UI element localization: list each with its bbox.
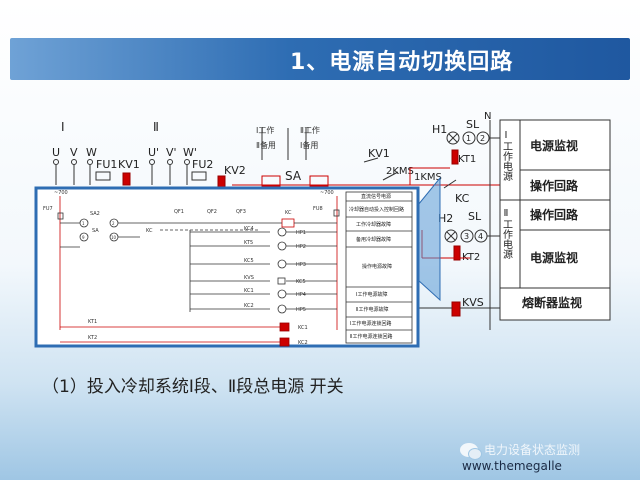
circuit-diagram: Ⅰ Ⅱ U V W U' V' W' FU1 FU2 KV1 KV2 Ⅰ工作 Ⅱ… xyxy=(34,111,611,348)
watermark-text: 电力设备状态监测 xyxy=(484,443,581,457)
phase-v: V xyxy=(70,146,78,159)
contact-2kms-label: 2KMS xyxy=(386,166,414,177)
inset-kc-top: KC xyxy=(285,210,292,216)
inset-fu8: FU8 xyxy=(313,206,323,212)
title-bar: 1、电源自动切换回路 xyxy=(10,38,630,80)
inset-sa: SA xyxy=(92,228,99,234)
panel-row-power-monitor-2: 电源监视 xyxy=(530,250,578,265)
svg-text:QF1: QF1 xyxy=(174,209,184,215)
inset-rail-right: ~700 xyxy=(320,190,334,196)
inset-rail-left: ~700 xyxy=(54,190,68,196)
inset-kt2: KT2 xyxy=(88,335,97,341)
inset-table-row-7: Ⅱ工作电源故障 xyxy=(356,306,388,313)
panel-vertical-i: Ⅰ工作电源 xyxy=(501,130,513,182)
svg-text:2: 2 xyxy=(480,134,485,143)
svg-text:HP5: HP5 xyxy=(296,307,306,313)
svg-text:KC4: KC4 xyxy=(244,226,254,232)
svg-text:KC2: KC2 xyxy=(244,303,254,309)
section-label-2: Ⅱ xyxy=(153,120,159,134)
svg-text:KC1: KC1 xyxy=(244,288,254,294)
svg-text:QF3: QF3 xyxy=(236,209,246,215)
phase-v2: V' xyxy=(166,146,177,159)
svg-text:1: 1 xyxy=(82,221,85,226)
sl-bottom-label: SL xyxy=(468,210,482,223)
zoom-connector xyxy=(417,176,441,302)
svg-text:KT5: KT5 xyxy=(244,240,253,246)
mode-ii-standby: Ⅱ备用 xyxy=(256,140,276,150)
svg-text:QF2: QF2 xyxy=(207,209,217,215)
slide-caption: （1）投入冷却系统Ⅰ段、Ⅱ段总电源 开关 xyxy=(42,377,344,397)
mode-i-standby: Ⅰ备用 xyxy=(300,140,318,150)
panel-vertical-ii: Ⅱ工作电源 xyxy=(501,208,513,260)
svg-text:HP1: HP1 xyxy=(296,230,306,236)
lamp-h1-label: H1 xyxy=(432,123,447,136)
watermark: 电力设备状态监测 xyxy=(460,441,581,460)
relay-kvs-label: KVS xyxy=(462,296,484,309)
relay-kv2-label: KV2 xyxy=(224,164,246,177)
neutral-n-label: N xyxy=(484,111,491,122)
timer-kt2-label: KT2 xyxy=(462,252,480,263)
panel-row-operation-1: 操作回路 xyxy=(530,178,579,193)
slide-title: 1、电源自动切换回路 xyxy=(290,50,514,75)
svg-text:HP2: HP2 xyxy=(296,244,306,250)
sl-top-label: SL xyxy=(466,118,480,131)
wechat-icon xyxy=(460,442,482,460)
inset-table-row-9: Ⅱ工作电源连锁回路 xyxy=(350,333,392,340)
timer-kt1-label: KT1 xyxy=(458,154,476,165)
mode-i-work: Ⅰ工作 xyxy=(256,125,274,135)
svg-text:KC2: KC2 xyxy=(298,340,308,346)
section-label-1: Ⅰ xyxy=(61,120,65,134)
svg-text:HP3: HP3 xyxy=(296,262,306,268)
inset-table-row-3: 工作冷却器故障 xyxy=(356,221,391,228)
inset-table-row-1: 直流信号电源 xyxy=(361,193,391,200)
relay-kv1-label: KV1 xyxy=(118,158,140,171)
inset-schematic: ~700 ~700 FU7 FU8 SA2 SA 1 2 9 10 KC QF1… xyxy=(34,186,420,348)
svg-text:KC5: KC5 xyxy=(296,279,306,285)
svg-text:10: 10 xyxy=(111,235,117,240)
inset-table-row-2: 冷却器自动投入控制回路 xyxy=(349,206,404,213)
panel-row-fuse-monitor: 熔断器监视 xyxy=(522,295,582,310)
svg-text:HP4: HP4 xyxy=(296,292,306,298)
svg-text:4: 4 xyxy=(478,232,483,241)
inset-fu7: FU7 xyxy=(43,206,53,212)
phase-w2: W' xyxy=(183,146,197,159)
panel-row-operation-2: 操作回路 xyxy=(530,207,579,222)
contact-kv1-label: KV1 xyxy=(368,147,390,160)
svg-text:2: 2 xyxy=(112,221,115,226)
inset-sa2: SA2 xyxy=(90,211,100,217)
phase-w: W xyxy=(86,146,97,159)
contact-kc-label: KC xyxy=(455,192,470,205)
svg-text:KC5: KC5 xyxy=(244,258,254,264)
fuse-fu2-label: FU2 xyxy=(192,158,213,171)
contact-1kms-label: 1KMS xyxy=(414,172,442,183)
phase-u2: U' xyxy=(148,146,159,159)
function-panel xyxy=(499,119,611,321)
switch-sa-label: SA xyxy=(285,169,302,183)
panel-row-power-monitor-1: 电源监视 xyxy=(530,138,578,153)
inset-table-row-4: 备用冷却器故障 xyxy=(356,236,391,243)
main-circuit: Ⅰ Ⅱ U V W U' V' W' FU1 FU2 KV1 KV2 Ⅰ工作 Ⅱ… xyxy=(52,111,500,330)
inset-table-row-5: 操作电源故障 xyxy=(362,263,392,270)
svg-text:1: 1 xyxy=(466,134,471,143)
website-url: www.themegalle xyxy=(462,459,562,473)
lamp-h2-label: H2 xyxy=(438,212,453,225)
fuse-fu1-label: FU1 xyxy=(96,158,117,171)
inset-kc: KC xyxy=(146,228,153,234)
inset-kt1: KT1 xyxy=(88,319,97,325)
svg-text:9: 9 xyxy=(82,235,85,240)
mode-ii-work: Ⅱ工作 xyxy=(300,125,320,135)
svg-text:KC1: KC1 xyxy=(298,325,308,331)
inset-table-row-8: Ⅰ工作电源连锁回路 xyxy=(350,320,391,327)
phase-u: U xyxy=(52,146,60,159)
svg-text:3: 3 xyxy=(464,232,469,241)
inset-table-row-6: Ⅰ工作电源故障 xyxy=(356,291,387,298)
svg-text:KVS: KVS xyxy=(244,275,254,281)
